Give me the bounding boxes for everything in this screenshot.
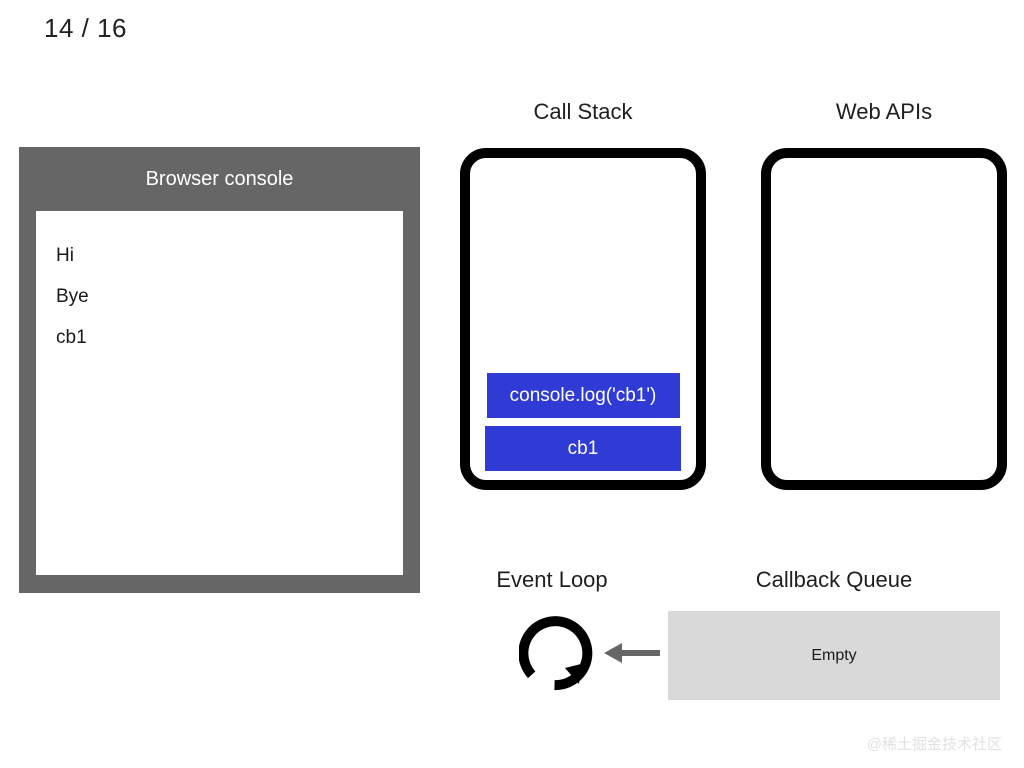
browser-console-output: Hi Bye cb1 (36, 211, 403, 575)
browser-console-panel: Browser console Hi Bye cb1 (19, 147, 420, 593)
circular-arrow-icon (518, 612, 595, 692)
console-log-line: Bye (56, 286, 89, 307)
slide-counter: 14 / 16 (44, 13, 128, 43)
web-apis-title: Web APIs (835, 99, 933, 124)
console-log-line: cb1 (56, 327, 87, 348)
event-loop-title: Event Loop (496, 567, 608, 592)
web-apis-box (761, 148, 1007, 490)
callback-queue-title: Callback Queue (755, 567, 913, 592)
call-stack-frame-list: console.log('cb1') cb1 (470, 373, 696, 471)
browser-console-title: Browser console (145, 168, 294, 190)
call-stack-box: console.log('cb1') cb1 (460, 148, 706, 490)
call-stack-frame: console.log('cb1') (486, 373, 680, 418)
callback-queue-box: Empty (668, 611, 1000, 700)
callback-queue-status: Empty (811, 646, 857, 664)
arrow-left-icon (602, 639, 662, 667)
call-stack-frame: cb1 (485, 426, 681, 471)
call-stack-title: Call Stack (533, 99, 633, 124)
watermark: @稀土掘金技术社区 (866, 736, 1002, 753)
console-log-line: Hi (56, 245, 74, 266)
